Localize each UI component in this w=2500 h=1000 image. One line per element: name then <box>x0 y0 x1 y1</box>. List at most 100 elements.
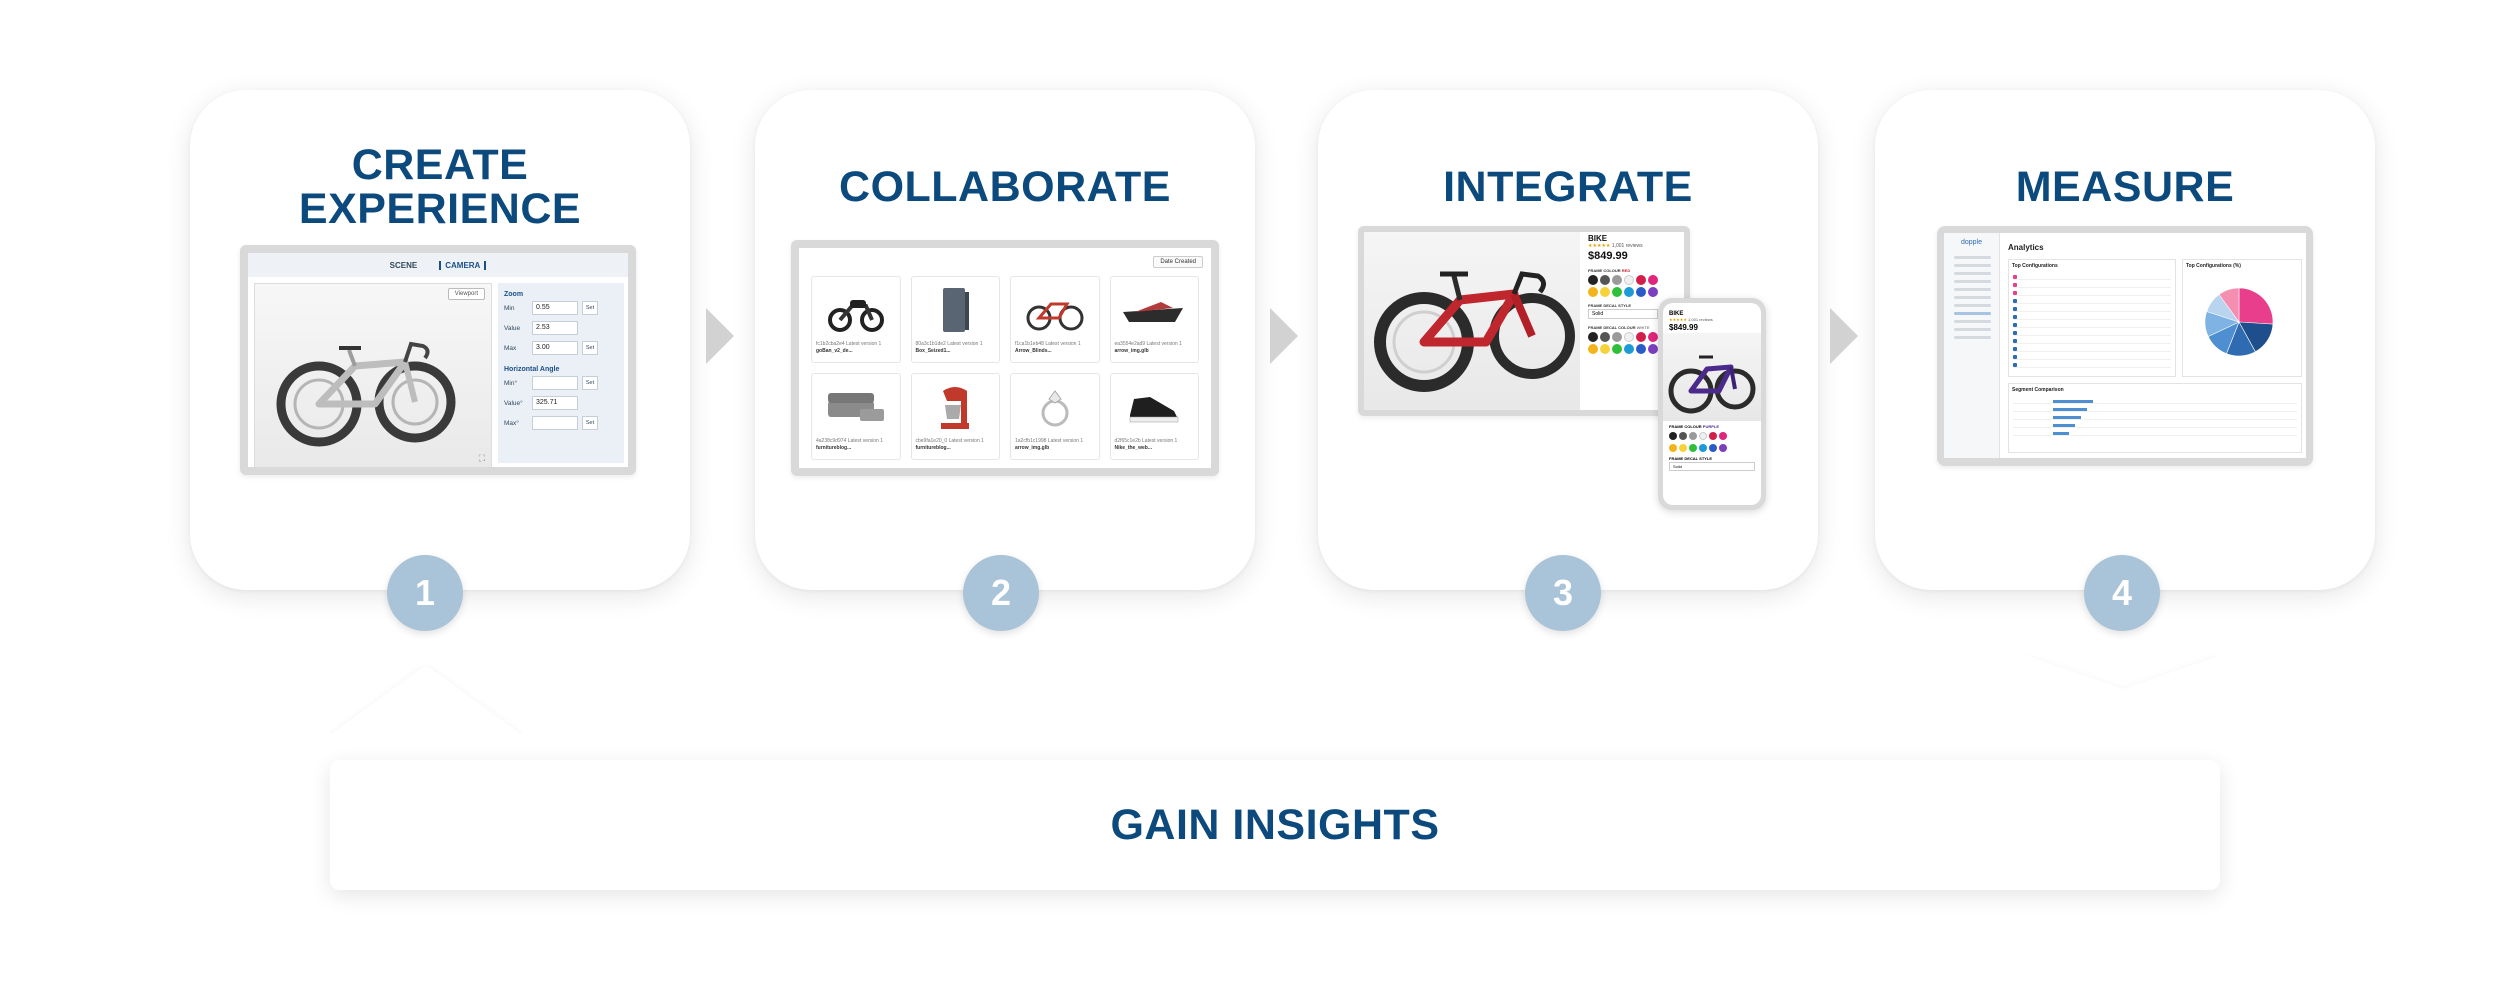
colour-swatch[interactable] <box>1624 287 1634 297</box>
colour-swatch[interactable] <box>1689 444 1697 452</box>
fullscreen-icon[interactable]: ⛶ <box>478 453 485 463</box>
mobile-product-mockup: BIKE ★★★★★ 1,001 reviews $849.99 FRAME C… <box>1658 298 1766 510</box>
step-card-create-experience: CREATE EXPERIENCE SCENE CAMERA Viewport <box>190 90 690 590</box>
zoom-value-input[interactable]: 2.53 <box>532 321 578 335</box>
frame-style-label: FRAME DECAL STYLE <box>1588 303 1632 308</box>
table-row <box>2013 354 2171 360</box>
angle-max-input[interactable] <box>532 416 578 430</box>
mobile-viewport[interactable] <box>1663 333 1761 421</box>
angle-min-row: Min° Set <box>504 373 618 393</box>
colour-swatch[interactable] <box>1612 287 1622 297</box>
colour-swatch[interactable] <box>1636 344 1646 354</box>
colour-swatch[interactable] <box>1689 432 1697 440</box>
colour-swatch[interactable] <box>1648 332 1658 342</box>
analytics-screen: dopple Analytics Top Configurations Top … <box>1944 233 2306 458</box>
colour-swatch[interactable] <box>1600 287 1610 297</box>
product-viewport[interactable] <box>1364 232 1580 410</box>
colour-swatch[interactable] <box>1600 275 1610 285</box>
angle-min-set-button[interactable]: Set <box>582 376 598 390</box>
colour-swatch[interactable] <box>1636 332 1646 342</box>
zoom-min-input[interactable]: 0.55 <box>532 301 578 315</box>
table-row <box>2013 330 2171 336</box>
mobile-style-select[interactable]: Solid <box>1669 462 1755 471</box>
decal-colour-swatches-row2[interactable] <box>1588 344 1682 356</box>
colour-swatch[interactable] <box>1679 432 1687 440</box>
frame-colour-label: FRAME COLOUR RED <box>1588 268 1631 273</box>
colour-swatch[interactable] <box>1600 332 1610 342</box>
colour-swatch[interactable] <box>1624 344 1634 354</box>
colour-swatch[interactable] <box>1709 444 1717 452</box>
angle-min-input[interactable] <box>532 376 578 390</box>
colour-swatch[interactable] <box>1648 344 1658 354</box>
pie-slice <box>2238 287 2274 325</box>
colour-swatch[interactable] <box>1612 275 1622 285</box>
colour-swatch[interactable] <box>1624 332 1634 342</box>
frame-colour-swatches-row2[interactable] <box>1588 287 1682 299</box>
colour-swatch[interactable] <box>1624 275 1634 285</box>
loop-down-tail-icon <box>2025 655 2221 775</box>
editor-tabs: SCENE CAMERA <box>248 253 628 277</box>
zoom-max-set-button[interactable]: Set <box>582 341 598 355</box>
product-details-panel: BIKE ★★★★★ 1,001 reviews $849.99 FRAME C… <box>1586 232 1684 410</box>
mobile-colour-swatches[interactable] <box>1663 429 1761 442</box>
segment-comparison-panel: Segment Comparison <box>2008 383 2302 453</box>
editor-viewport[interactable]: Viewport ⛶ <box>254 283 492 467</box>
colour-swatch[interactable] <box>1669 444 1677 452</box>
angle-value-row: Value° 325.71 <box>504 393 618 413</box>
sort-date-created-button[interactable]: Date Created <box>1153 256 1203 268</box>
viewport-button[interactable]: Viewport <box>447 288 485 300</box>
gain-insights-bar: GAIN INSIGHTS <box>330 760 2220 890</box>
colour-swatch[interactable] <box>1636 287 1646 297</box>
colour-swatch[interactable] <box>1612 344 1622 354</box>
zoom-min-set-button[interactable]: Set <box>582 301 598 315</box>
colour-swatch[interactable] <box>1669 432 1677 440</box>
decal-colour-swatches[interactable] <box>1588 332 1682 344</box>
colour-swatch[interactable] <box>1600 344 1610 354</box>
colour-swatch[interactable] <box>1699 444 1707 452</box>
tab-scene[interactable]: SCENE <box>389 260 418 270</box>
mobile-colour-swatches-row2[interactable] <box>1663 442 1761 453</box>
step-badge-3: 3 <box>1525 555 1601 631</box>
colour-swatch[interactable] <box>1588 332 1598 342</box>
step-badge-4: 4 <box>2084 555 2160 631</box>
colour-swatch[interactable] <box>1709 432 1717 440</box>
zoom-max-input[interactable]: 3.00 <box>532 341 578 355</box>
colour-swatch[interactable] <box>1648 287 1658 297</box>
colour-swatch[interactable] <box>1588 275 1598 285</box>
analytics-title: Analytics <box>2008 243 2044 252</box>
step-card-collaborate: COLLABORATE Date Created fc1b2cba2e4 Lat… <box>755 90 1255 590</box>
colour-swatch[interactable] <box>1588 344 1598 354</box>
frame-colour-swatches[interactable] <box>1588 275 1682 287</box>
colour-swatch[interactable] <box>1648 275 1658 285</box>
colour-swatch[interactable] <box>1719 444 1727 452</box>
step-badge-2: 2 <box>963 555 1039 631</box>
angle-value-input[interactable]: 325.71 <box>532 396 578 410</box>
desktop-product-screen: BIKE ★★★★★ 1,001 reviews $849.99 FRAME C… <box>1364 232 1684 410</box>
colour-swatch[interactable] <box>1699 432 1707 440</box>
frame-style-select[interactable]: Solid <box>1588 309 1658 319</box>
colour-swatch[interactable] <box>1612 332 1622 342</box>
library-screen: Date Created fc1b2cba2e4 Latest version … <box>799 248 1211 468</box>
angle-max-set-button[interactable]: Set <box>582 416 598 430</box>
mobile-product-screen: BIKE ★★★★★ 1,001 reviews $849.99 FRAME C… <box>1663 303 1761 505</box>
colour-swatch[interactable] <box>1719 432 1727 440</box>
colour-swatch[interactable] <box>1636 275 1646 285</box>
tab-camera[interactable]: CAMERA <box>439 260 487 270</box>
angle-max-row: Max° Set <box>504 413 618 433</box>
frame-decal-colour-label: FRAME DECAL COLOUR WHITE <box>1588 325 1650 330</box>
table-row <box>2013 274 2171 280</box>
gain-insights-label: GAIN INSIGHTS <box>1110 800 1440 849</box>
colour-swatch[interactable] <box>1679 444 1687 452</box>
colour-swatch[interactable] <box>1588 287 1598 297</box>
arrow-right-icon <box>706 308 734 364</box>
step-badge-1: 1 <box>387 555 463 631</box>
top-configurations-panel: Top Configurations <box>2008 259 2176 377</box>
